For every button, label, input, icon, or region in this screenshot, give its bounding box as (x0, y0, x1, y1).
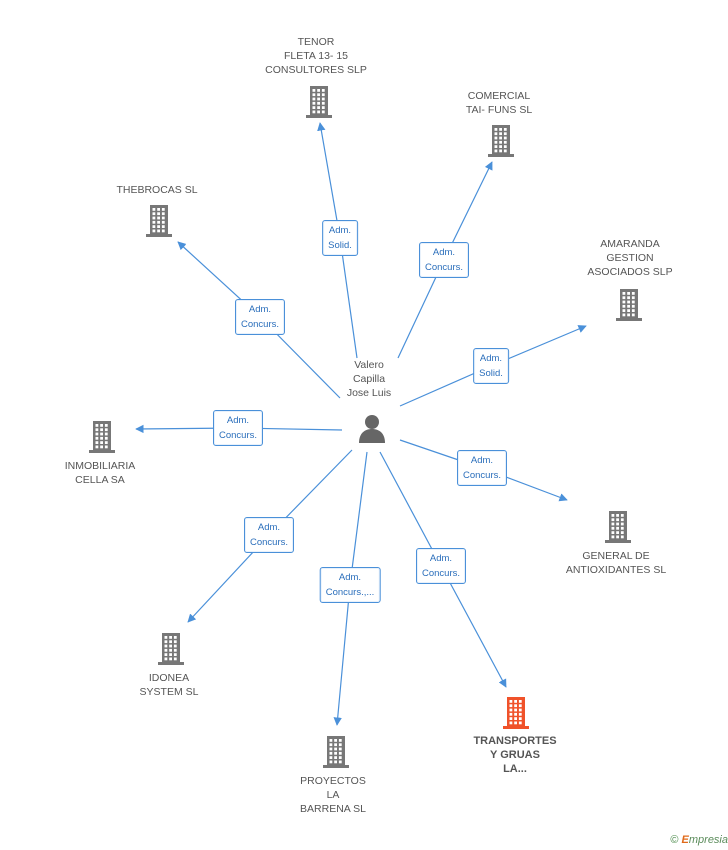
role-badge-idonea[interactable]: Adm. Concurs. (243, 517, 295, 553)
building-icon-proyectos[interactable] (323, 736, 349, 768)
role-badge-general[interactable]: Adm. Concurs. (456, 450, 508, 486)
company-name-inmobiliaria[interactable]: INMOBILIARIA CELLA SA (64, 460, 136, 486)
company-name-thebrocas[interactable]: THEBROCAS SL (116, 184, 198, 196)
role-badge-tenor[interactable]: Adm. Solid. (322, 220, 358, 256)
building-icon-thebrocas[interactable] (146, 205, 172, 237)
company-name-proyectos[interactable]: PROYECTOS LA BARRENA SL (300, 775, 366, 815)
company-name-general[interactable]: GENERAL DE ANTIOXIDANTES SL (565, 550, 667, 576)
role-badge-transportes[interactable]: Adm. Concurs. (415, 548, 467, 584)
building-icon-comercial[interactable] (488, 125, 514, 157)
company-name-tenor[interactable]: TENOR FLETA 13- 15 CONSULTORES SLP (265, 36, 367, 76)
company-name-transportes[interactable]: TRANSPORTES Y GRUAS LA... (473, 735, 557, 775)
building-icon-transportes[interactable] (503, 697, 529, 729)
building-icon-general[interactable] (605, 511, 631, 543)
company-name-idonea[interactable]: IDONEA SYSTEM SL (139, 672, 199, 698)
role-badge-proyectos[interactable]: Adm. Concurs.,... (319, 567, 381, 603)
company-name-comercial[interactable]: COMERCIAL TAI- FUNS SL (465, 90, 533, 116)
role-badge-comercial[interactable]: Adm. Concurs. (418, 242, 470, 278)
role-badge-inmobiliaria[interactable]: Adm. Concurs. (212, 410, 264, 446)
building-icon-idonea[interactable] (158, 633, 184, 665)
building-icon-amaranda[interactable] (616, 289, 642, 321)
building-icon-inmobiliaria[interactable] (89, 421, 115, 453)
center-person-name: Valero Capilla Jose Luis (346, 359, 392, 399)
footer-brand: © Empresia (670, 834, 728, 846)
brand-name: Empresia (681, 834, 728, 846)
person-icon[interactable] (357, 413, 387, 443)
company-name-amaranda[interactable]: AMARANDA GESTION ASOCIADOS SLP (587, 238, 673, 278)
building-icon-tenor[interactable] (306, 86, 332, 118)
copyright-symbol: © (670, 834, 679, 846)
role-badge-thebrocas[interactable]: Adm. Concurs. (234, 299, 286, 335)
role-badge-amaranda[interactable]: Adm. Solid. (473, 348, 509, 384)
